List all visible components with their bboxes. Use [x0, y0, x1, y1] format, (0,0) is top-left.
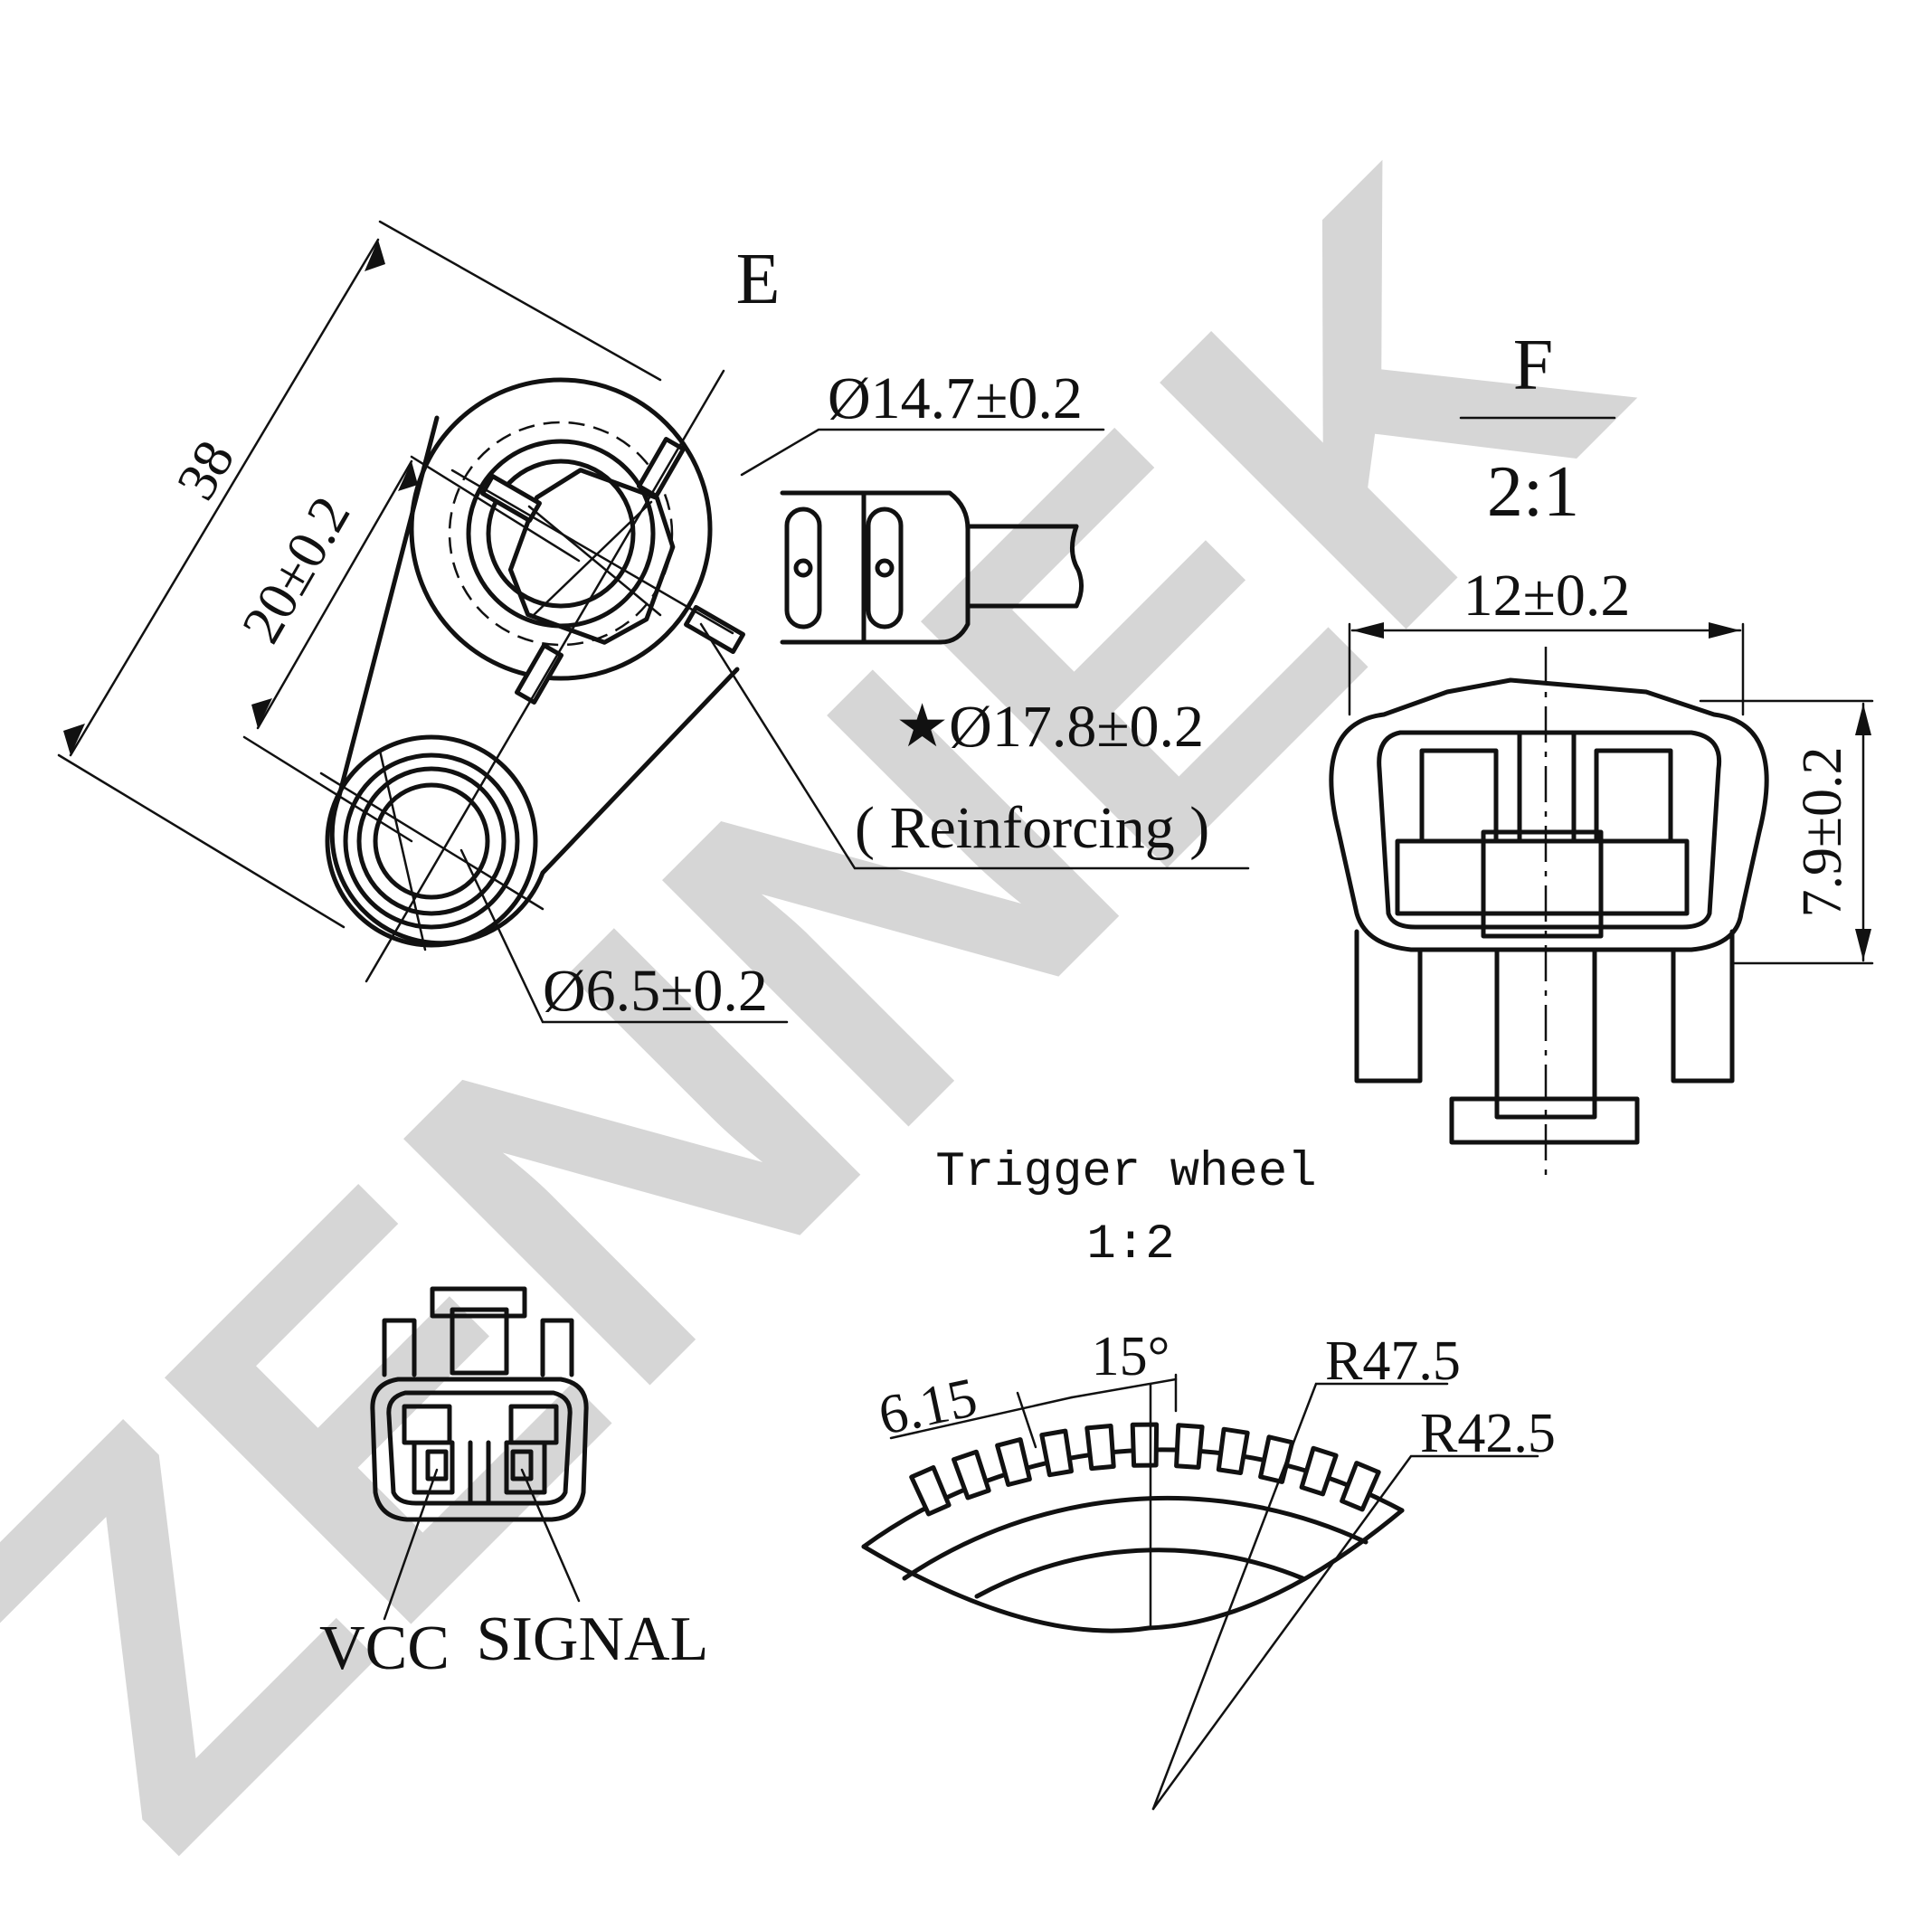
center-line-e2 — [365, 369, 725, 983]
dim-overall-label: 38 — [166, 431, 247, 510]
view-f-scale: 2:1 — [1487, 452, 1579, 532]
dim-outer-radius-label: R47.5 — [1325, 1330, 1461, 1392]
sensor-head-ring-inner — [486, 459, 636, 609]
pin-label-vcc: VCC — [319, 1614, 450, 1683]
leader-signal — [520, 1468, 581, 1603]
wheel-tooth — [995, 1437, 1032, 1487]
sensor-head-outer — [409, 377, 713, 681]
connector-pinout: VCC SIGNAL — [319, 1286, 709, 1683]
wheel-tooth — [1174, 1423, 1205, 1470]
connector-shell — [1329, 677, 1769, 952]
cable-outlet — [780, 490, 1084, 645]
dim-inner-radius-label: R42.5 — [1420, 1403, 1556, 1464]
view-f-label: F — [1513, 326, 1554, 405]
wheel-tooth — [1084, 1424, 1116, 1472]
leader-vcc — [383, 1468, 439, 1621]
leader-r42 — [1151, 1454, 1539, 1811]
connector-inner — [1377, 730, 1722, 930]
leader-sensor-dia — [740, 428, 1105, 477]
reinforcing-circle — [448, 421, 674, 647]
wheel-tooth — [1340, 1461, 1381, 1512]
wheel-tooth — [1258, 1434, 1295, 1484]
dim-width-label: 12±0.2 — [1463, 563, 1631, 629]
sensor-body-outline — [329, 415, 740, 946]
wheel-tooth — [952, 1449, 991, 1500]
leader-r47 — [1151, 1382, 1449, 1811]
trigger-wheel-scale: 1:2 — [1086, 1217, 1174, 1273]
dimension-20 — [242, 455, 581, 843]
view-f: F 2:1 12±0.2 7.9±0.2 — [1329, 326, 1874, 1176]
terminal-left — [1419, 748, 1499, 844]
connector-legs — [1354, 929, 1735, 1084]
dim-tooth-angle-label: 15° — [1092, 1326, 1170, 1387]
dim-sensor-dia-label: Ø14.7±0.2 — [828, 365, 1083, 431]
wheel-tooth — [1216, 1426, 1250, 1475]
wheel-tooth — [1130, 1422, 1160, 1468]
watermark: ZENNEK — [0, 70, 1717, 1931]
terminal-right — [1594, 748, 1673, 844]
wheel-tooth — [1039, 1428, 1074, 1478]
leader-hole-dia — [459, 848, 789, 1024]
dim-height-label: 7.9±0.2 — [1792, 746, 1853, 917]
dim-reinforcing-dia-label: ★Ø17.8±0.2 — [895, 694, 1204, 760]
mounting-hole — [319, 734, 545, 951]
pin-label-signal: SIGNAL — [477, 1604, 709, 1674]
trigger-wheel: Trigger wheel 1:2 15° 6.15 R47.5 R42.5 — [861, 1145, 1556, 1811]
leader-reinforcing — [699, 622, 1250, 870]
dim-hole-dia-label: Ø6.5±0.2 — [543, 958, 768, 1024]
dimension-38 — [57, 220, 662, 929]
wheel-tooth — [1299, 1445, 1339, 1497]
wheel-tooth — [909, 1465, 952, 1517]
trigger-wheel-title: Trigger wheel — [935, 1145, 1316, 1200]
reinforcing-note: ( Reinforcing ) — [855, 795, 1209, 861]
center-line-e1 — [450, 469, 734, 635]
view-e-label: E — [736, 240, 781, 319]
trigger-wheel-teeth — [909, 1422, 1381, 1517]
watermark-text: ZENNEK — [0, 70, 1717, 1931]
pinout-shell — [370, 1377, 589, 1522]
dim-hole-spacing-label: 20±0.2 — [231, 487, 363, 653]
dim-tooth-width-label: 6.15 — [874, 1367, 982, 1447]
